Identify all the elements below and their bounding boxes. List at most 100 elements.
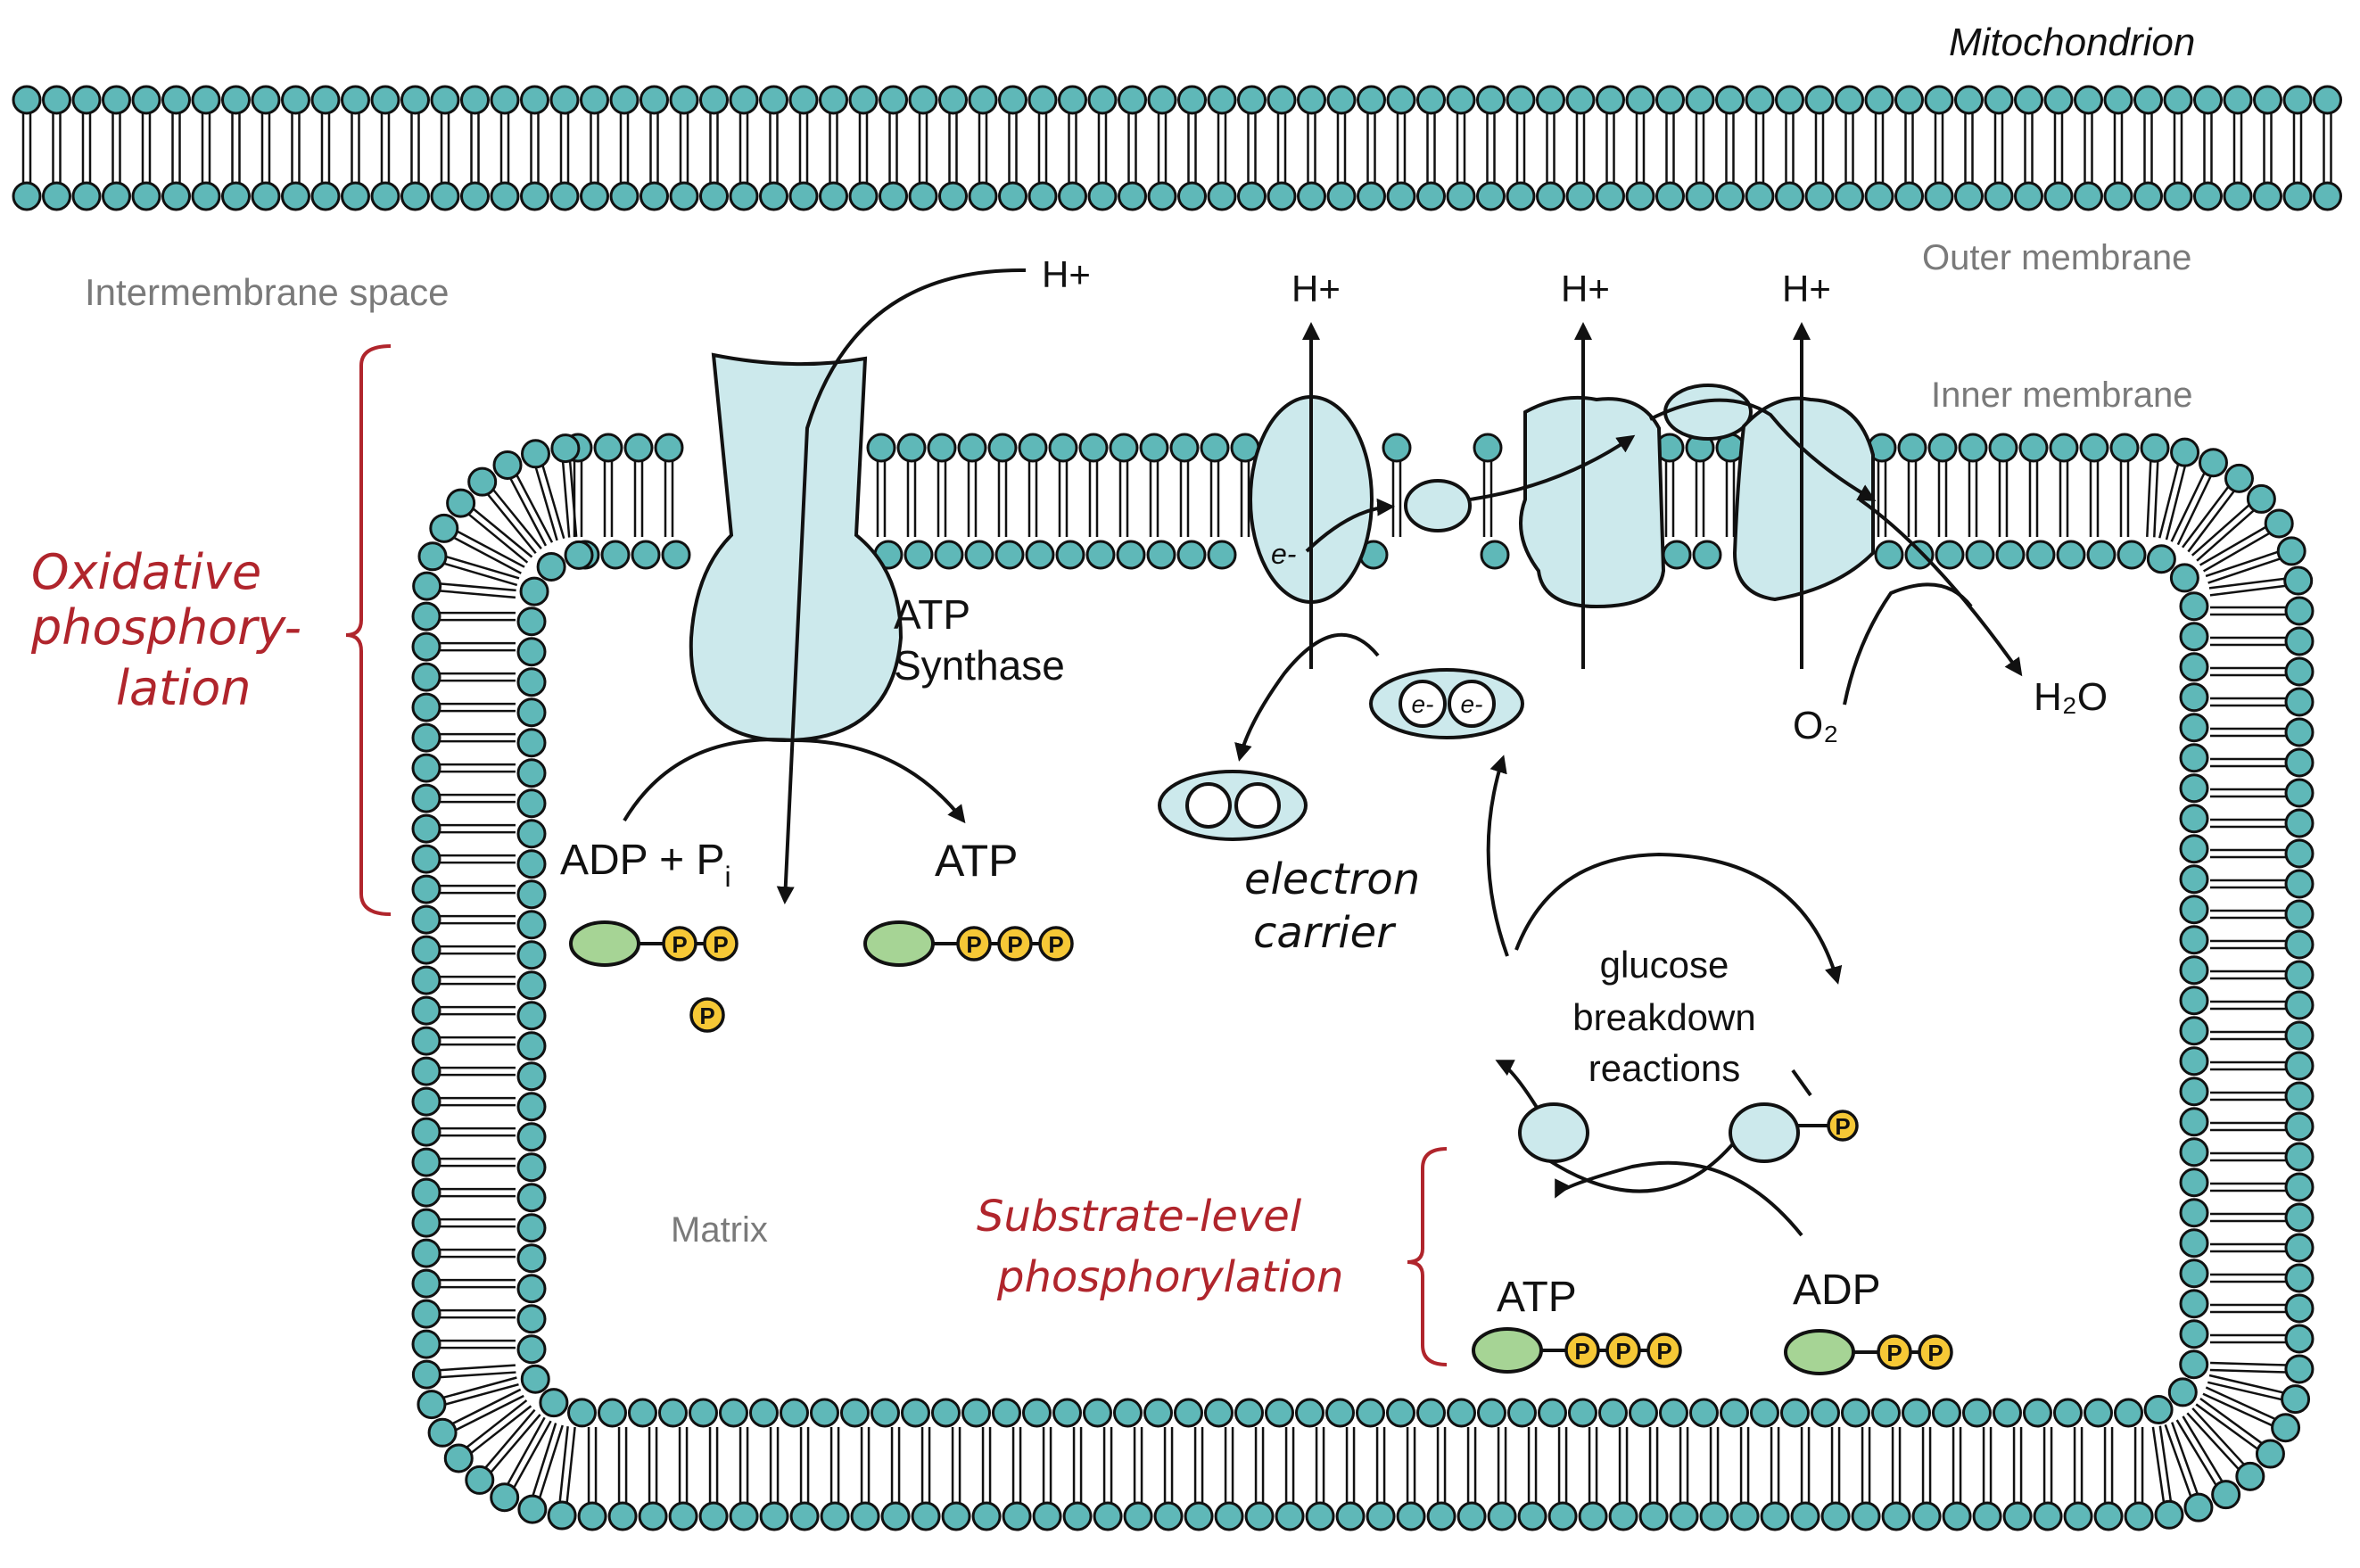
lipid-head	[850, 1501, 880, 1531]
lipid-head	[1894, 85, 1924, 115]
lipid-tail	[451, 1388, 522, 1425]
lipid-head	[593, 433, 623, 463]
lipid-head	[516, 1092, 547, 1122]
lipid-head	[411, 874, 441, 904]
lipid-head	[2179, 622, 2209, 652]
lipid-head	[411, 662, 441, 692]
electron-label-carrier-a: e-	[1412, 690, 1434, 718]
lipid-head	[2083, 1398, 2113, 1428]
lipid-head	[2284, 1111, 2315, 1142]
lipid-head	[1628, 1398, 1658, 1428]
lipid-tail	[2199, 1397, 2264, 1445]
lipid-head	[1382, 433, 1412, 463]
lipid-head	[1207, 85, 1237, 115]
lipid-tail	[2208, 1374, 2285, 1394]
lipid-head	[1904, 540, 1935, 570]
lipid-tail	[2170, 472, 2206, 542]
lipid-head	[2063, 1501, 2093, 1531]
lipid-head	[1995, 540, 2026, 570]
lipid-head	[600, 540, 631, 570]
lipid-head	[131, 181, 161, 211]
lipid-head	[1715, 181, 1745, 211]
lipid-head	[2179, 682, 2209, 713]
lipid-head	[1297, 181, 1326, 211]
lipid-tail	[2196, 508, 2256, 562]
lipid-head	[1237, 181, 1267, 211]
lipid-head	[879, 85, 908, 115]
phosphate-label: P	[1656, 1338, 1671, 1365]
lipid-head	[341, 85, 370, 115]
substrate-molecule	[1518, 1102, 1589, 1163]
phosphate-group	[1918, 1334, 1953, 1370]
lipid-head	[71, 181, 102, 211]
lipid-head	[2284, 717, 2315, 747]
lipid-head	[2146, 544, 2176, 574]
atp-synthase-label-line1: ATP	[894, 591, 970, 638]
lipid-head	[1984, 181, 2014, 211]
lipid-head	[968, 181, 998, 211]
lipid-head	[411, 1268, 441, 1299]
lipid-head	[1745, 181, 1775, 211]
lipid-head	[1326, 181, 1357, 211]
lipid-head	[411, 813, 441, 844]
lipid-head	[2284, 1263, 2315, 1293]
lipid-head	[2284, 687, 2315, 717]
lipid-head	[1396, 1501, 1426, 1531]
lipid-head	[1062, 1501, 1093, 1531]
lipid-head	[657, 1398, 688, 1428]
lipid-head	[516, 788, 547, 819]
lipid-head	[1965, 540, 1995, 570]
lipid-head	[1357, 85, 1386, 115]
lipid-head	[516, 607, 547, 637]
lipid-head	[1093, 1501, 1123, 1531]
nucleotide-base	[569, 920, 640, 967]
lipid-head	[2179, 1107, 2209, 1137]
lipid-head	[2179, 1228, 2209, 1259]
lipid-head	[411, 783, 441, 813]
lipid-head	[549, 181, 580, 211]
lipid-head	[2074, 181, 2103, 211]
substrate-phosphate: P	[1798, 1110, 1859, 1142]
lipid-head	[2235, 1461, 2265, 1491]
lipid-head	[1851, 1501, 1881, 1531]
lipid-head	[2179, 925, 2209, 955]
lipid-head	[1790, 1501, 1820, 1531]
lipid-head	[411, 935, 441, 965]
lipid-head	[1143, 1398, 1173, 1428]
lipid-head	[2018, 433, 2049, 463]
lipid-head	[1357, 181, 1386, 211]
lipid-head	[1426, 1501, 1456, 1531]
lipid-head	[748, 1398, 779, 1428]
lipid-head	[2281, 1384, 2311, 1415]
lipid-head	[1935, 540, 1965, 570]
lipid-head	[1658, 1398, 1688, 1428]
glucose-label-line3: reactions	[1588, 1047, 1740, 1089]
lipid-head	[1324, 1398, 1355, 1428]
lipid-head	[2109, 433, 2140, 463]
lipid-head	[1200, 433, 1230, 463]
lipid-head	[1355, 1398, 1385, 1428]
lipid-head	[2179, 804, 2209, 834]
lipid-tail	[2207, 1381, 2283, 1401]
lipid-head	[520, 85, 549, 115]
lipid-head	[221, 181, 251, 211]
lipid-head	[516, 910, 547, 940]
lipid-head	[42, 181, 71, 211]
lipid-head	[2049, 433, 2079, 463]
lipid-head	[2022, 1398, 2052, 1428]
lipid-head	[1416, 181, 1446, 211]
lipid-head	[1775, 85, 1804, 115]
lipid-tail	[2165, 465, 2187, 541]
lipid-head	[1536, 181, 1565, 211]
lipid-head	[2284, 1051, 2315, 1081]
lipid-head	[1745, 85, 1775, 115]
lipid-head	[2179, 743, 2209, 773]
lipid-tail	[541, 464, 565, 540]
lipid-head	[1596, 85, 1625, 115]
lipid-head	[490, 181, 520, 211]
lipid-head	[654, 433, 684, 463]
lipid-head	[516, 1001, 547, 1031]
lipid-head	[411, 692, 441, 722]
lipid-head	[1176, 540, 1207, 570]
phosphate-group	[956, 926, 992, 961]
